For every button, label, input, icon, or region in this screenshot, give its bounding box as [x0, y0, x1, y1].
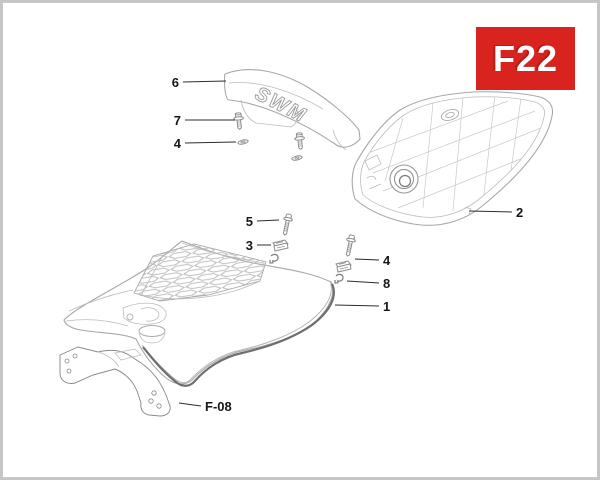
leader-line-4-left: [184, 141, 237, 144]
callout-label-1: 1: [383, 299, 390, 314]
callout-label-8: 8: [383, 276, 390, 291]
callout-label-3: 3: [246, 238, 253, 253]
figure-code-badge: F22: [476, 27, 575, 90]
figure-code-text: F22: [492, 37, 559, 79]
callout-label-5: 5: [246, 214, 253, 229]
leader-line-4-right: [354, 258, 380, 261]
exploded-parts-drawing: SWM: [59, 69, 554, 417]
clip-nut-illustration: [272, 239, 352, 273]
callout-label-4-left: 4: [174, 136, 182, 151]
seat-illustration: [63, 240, 335, 387]
leader-line-f08: [178, 402, 202, 407]
callout-label-6: 6: [172, 75, 179, 90]
callout-label-4-right: 4: [383, 253, 391, 268]
leader-line-1: [334, 304, 380, 307]
callout-label-2: 2: [516, 205, 523, 220]
rear-cowl-illustration: [351, 91, 554, 226]
leader-line-6: [182, 80, 227, 83]
leader-line-2: [468, 210, 513, 213]
leader-line-5: [256, 219, 280, 222]
leader-line-8: [346, 280, 380, 284]
leader-lines: [178, 80, 513, 407]
mounting-bracket-illustration: [59, 346, 171, 417]
grab-handle-illustration: SWM: [223, 69, 361, 151]
long-bolt-illustration: [279, 212, 357, 258]
callout-label-7: 7: [174, 113, 181, 128]
callout-labels: 6 7 4 2 5 3 4 8 1 F-08: [172, 75, 523, 414]
callout-label-f08: F-08: [205, 399, 232, 414]
washer-illustration: [237, 138, 303, 162]
